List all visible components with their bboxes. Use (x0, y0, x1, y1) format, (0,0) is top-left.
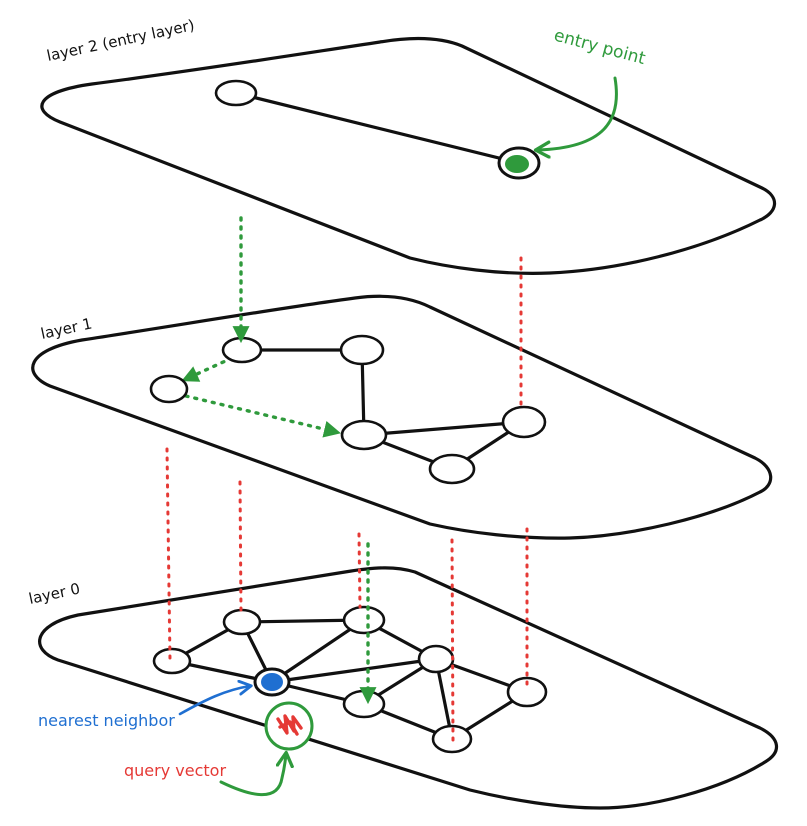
layer1-node (339, 334, 385, 366)
layer1-node (221, 336, 263, 364)
layer1-search-step (184, 394, 341, 438)
layer0-node (222, 608, 262, 636)
layer-1-plane (31, 294, 773, 540)
layer-0-label: layer 0 (27, 580, 82, 608)
red-layer-link (238, 480, 243, 614)
red-layer-link (165, 447, 172, 662)
nearest-neighbor-fill (261, 673, 283, 691)
query-vector-ring (264, 701, 314, 751)
layer-1-nodes (149, 334, 547, 485)
query-vector (264, 701, 314, 751)
red-layer-link (357, 532, 362, 609)
layer0-node (506, 676, 548, 708)
layer-1-search-path (181, 356, 341, 438)
layer0-edge (270, 657, 438, 684)
layer-2-label: layer 2 (entry layer) (45, 16, 196, 65)
layer2-edge (234, 91, 521, 165)
layer-0 (38, 566, 778, 810)
layer1-node (340, 419, 388, 451)
layer1-search-step (181, 356, 234, 382)
query-vector-arrow (219, 754, 286, 797)
layer2-node (214, 79, 258, 107)
layer-links (165, 216, 529, 743)
layer0-node (342, 605, 386, 635)
nearest-neighbor-label: nearest neighbor (38, 711, 175, 730)
layer0-node (417, 644, 455, 674)
layer1-edge (362, 420, 526, 437)
layer1-node (428, 453, 476, 485)
layer-1 (31, 294, 773, 540)
entry-point-arrow (537, 76, 618, 150)
layer-2-plane (40, 37, 777, 275)
nearest-neighbor-arrow (178, 686, 250, 716)
query-vector-scribble (276, 714, 303, 736)
entry-point-label: entry point (552, 26, 648, 70)
layer0-node (152, 647, 192, 675)
entry-point-fill (505, 155, 529, 173)
red-layer-link (450, 538, 455, 743)
layer-2 (40, 37, 777, 275)
layer-0-plane (38, 566, 778, 810)
layer0-edge (270, 618, 366, 684)
layer1-node (149, 374, 189, 404)
layer0-node (342, 689, 386, 719)
query-vector-label: query vector (124, 761, 226, 780)
layer1-node (501, 405, 547, 439)
